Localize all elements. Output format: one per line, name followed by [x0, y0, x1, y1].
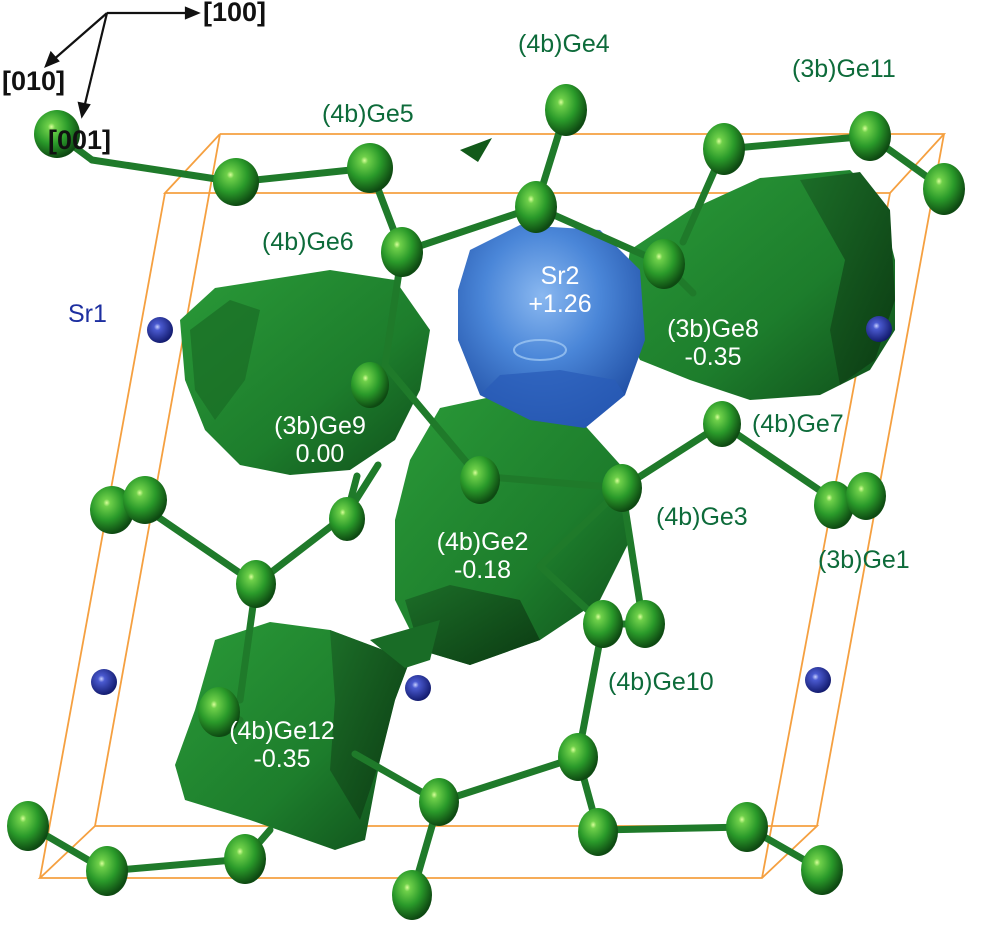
ge-atoms [7, 84, 965, 920]
label-ge1: (3b)Ge1 [818, 546, 910, 574]
label-ge12-name: (4b)Ge12 [229, 717, 335, 745]
sr-atom-sr1 [147, 317, 173, 343]
sr-atoms [91, 316, 892, 701]
ge-atom [703, 123, 745, 175]
ge-atom [347, 143, 393, 193]
ge-atom [236, 560, 276, 608]
ge-atom-ge12 [198, 687, 240, 737]
label-ge7: (4b)Ge7 [752, 410, 844, 438]
ge-atom-ge6 [381, 227, 423, 277]
ge-atom [90, 486, 134, 534]
sr-atom [866, 316, 892, 342]
label-ge12: (4b)Ge12 -0.35 [212, 717, 352, 773]
ge-atom [801, 845, 843, 895]
axis-label-100: [100] [203, 0, 267, 27]
label-ge3: (4b)Ge3 [656, 503, 748, 531]
ge-atom [392, 870, 432, 920]
ge-atom [123, 476, 167, 524]
label-sr1: Sr1 [68, 300, 107, 328]
ge-atom [329, 497, 365, 541]
ge-atom [578, 808, 618, 856]
ge-atom-ge11 [849, 111, 891, 161]
ge-atom [213, 158, 259, 206]
ge-atom [34, 110, 80, 158]
axis-label-001: [001] [48, 125, 112, 155]
label-ge8: (3b)Ge8 -0.35 [648, 315, 778, 371]
label-ge9: (3b)Ge9 0.00 [260, 412, 380, 468]
label-ge9-charge: 0.00 [295, 440, 345, 468]
label-ge5: (4b)Ge5 [322, 100, 414, 128]
ge-atom-ge4 [545, 84, 587, 136]
ge-atom [923, 163, 965, 215]
sr-atom [805, 667, 831, 693]
sr-atom [405, 675, 431, 701]
sr2-basin [458, 225, 645, 428]
label-ge12-charge: -0.35 [253, 745, 311, 773]
sr-atom [91, 669, 117, 695]
ge-atom-ge1 [846, 472, 886, 520]
label-sr2: Sr2 +1.26 [515, 262, 605, 318]
ge-atom [7, 801, 49, 851]
label-ge2-charge: -0.18 [454, 556, 511, 584]
crystal-axes-indicator [44, 6, 201, 119]
ge-atom [419, 778, 459, 826]
label-ge8-charge: -0.35 [684, 343, 742, 371]
ge-atom [726, 802, 768, 852]
ge-atom-ge3 [602, 464, 642, 512]
label-ge9-name: (3b)Ge9 [274, 412, 366, 440]
ge-atom-ge10 [625, 600, 665, 648]
axis-label-010: [010] [2, 66, 66, 96]
label-sr2-name: Sr2 [540, 262, 580, 290]
label-ge6: (4b)Ge6 [262, 228, 354, 256]
ge-atom-ge2 [460, 456, 500, 504]
label-ge8-name: (3b)Ge8 [667, 315, 759, 343]
ge-atom-ge1 [814, 481, 854, 529]
ge-atom [224, 834, 266, 884]
ge-atom [643, 239, 685, 289]
ge-atom-ge7 [703, 401, 741, 447]
label-sr2-charge: +1.26 [528, 290, 592, 318]
ge-atom-ge10 [583, 600, 623, 648]
label-ge4: (4b)Ge4 [518, 30, 610, 58]
ge-atom [515, 181, 557, 233]
label-ge10: (4b)Ge10 [608, 668, 714, 696]
ge-atom [351, 362, 389, 408]
ge-atom [558, 733, 598, 781]
label-ge2-name: (4b)Ge2 [436, 528, 529, 556]
label-ge11: (3b)Ge11 [792, 55, 896, 83]
label-ge2: (4b)Ge2 -0.18 [420, 528, 545, 584]
ge-atom [86, 846, 128, 896]
